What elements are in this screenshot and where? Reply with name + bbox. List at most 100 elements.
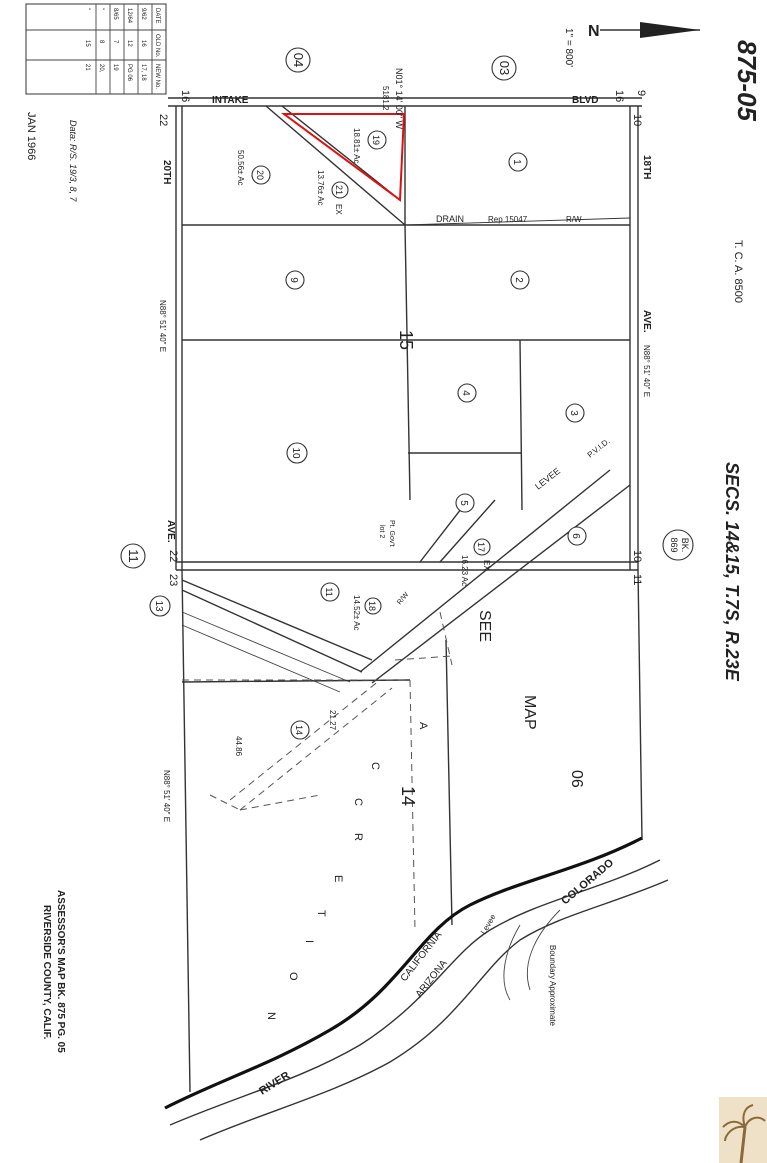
county-label: RIVERSIDE COUNTY, CALIF. [41,905,52,1040]
svg-text:O: O [287,972,299,981]
parcel-2: 2 [510,270,530,290]
svg-text:2: 2 [513,277,524,283]
book-circle-03: 03 [491,55,517,81]
data-note: Data: R/S. 19/3, 8, 7 [68,120,78,203]
svg-text:14.52± Ac: 14.52± Ac [352,595,361,631]
svg-text:NEW No.: NEW No. [154,64,160,89]
highlighted-parcel-19[interactable] [280,113,406,202]
svg-text:13.76± Ac: 13.76± Ac [316,170,325,206]
parcel-5: 5 [455,493,475,513]
svg-text:03: 03 [497,61,512,75]
bearing-top-length: 5181.2 [381,86,390,111]
svg-text:6: 6 [570,533,581,539]
svg-text:DATE: DATE [154,8,160,24]
svg-text:5: 5 [458,500,469,506]
svg-text:OLD No.: OLD No. [154,34,160,58]
street-ave-left: AVE. [165,520,176,543]
svg-text:N: N [265,1012,277,1020]
svg-text:9: 9 [288,277,299,283]
svg-text:16: 16 [179,90,191,102]
svg-text:C: C [369,762,381,770]
parcel-10: 10 [286,442,308,464]
svg-text:8/65: 8/65 [112,8,118,20]
palm-tree-logo [719,1097,767,1163]
svg-text:04: 04 [291,53,306,67]
revision-table: DATE OLD No. NEW No. 9/62 16 17, 18 12/6… [25,3,167,95]
svg-text:E: E [332,875,344,882]
bearing-right: N88° 51' 40" E [642,345,651,397]
svg-text:EX: EX [334,204,343,215]
svg-text:11: 11 [126,549,141,563]
svg-text:20: 20 [255,170,265,180]
svg-text:19: 19 [371,135,381,145]
svg-text:22: 22 [167,550,179,562]
svg-text:869: 869 [669,537,679,552]
svg-text:lot 2: lot 2 [378,525,385,538]
street-ave-right: AVE. [641,310,652,333]
svg-text:12/64: 12/64 [126,8,132,24]
road-lines [168,97,642,571]
drain-rw: R/W [566,215,582,224]
colorado-river [164,836,669,1141]
svg-text:R: R [352,833,364,841]
bearing-left: N88° 51' 40" E [158,300,167,352]
sections-label: SECS. 14&15, T.7S, R.23E [722,462,742,682]
parcel-1: 1 [508,152,528,172]
section-15: 15 [396,330,416,350]
svg-text:16.23 Ac: 16.23 Ac [460,555,469,586]
svg-text:11: 11 [324,587,334,596]
svg-text:PG 06: PG 06 [126,64,132,82]
svg-text:4: 4 [460,390,471,396]
date-label: JAN 1966 [25,112,37,160]
dashed-lines [182,611,453,931]
svg-text:18.81± Ac: 18.81± Ac [352,128,361,164]
parcel-3: 3 [565,403,585,423]
bearing-top: N01° 14' 00" W [394,68,404,130]
svg-text:20,: 20, [98,64,104,73]
levee-label: LEVEE [533,466,562,492]
parcel-circles: 1 2 3 4 5 6 9 10 11 14 17 18 19 20 21 [251,130,587,740]
svg-text:14: 14 [294,725,304,735]
parcel-9: 9 [285,270,305,290]
parcel-14: 14 [290,720,310,740]
parcel-18: 18 [364,597,382,615]
svg-text:17, 18: 17, 18 [140,64,146,81]
svg-text:8: 8 [98,40,104,44]
parcel-17: 17 [473,538,491,556]
section-14: 14 [398,786,418,806]
svg-text:16: 16 [613,90,625,102]
svg-text:21: 21 [334,185,344,195]
svg-text:19: 19 [112,64,118,71]
svg-text:17: 17 [476,542,486,552]
street-intake: INTAKE [212,95,249,106]
tca-code: T. C. A. 8500 [732,240,744,303]
svg-text:": " [84,8,90,10]
boundary-approx-label: Boundary Approximate [548,945,557,1026]
svg-text:1: 1 [511,159,522,165]
svg-text:44.86: 44.86 [234,736,243,757]
svg-text:21.27: 21.27 [328,710,337,731]
svg-text:N: N [588,23,600,40]
book-ref-869: BK. 869 [662,529,694,561]
book-circle-04: 04 [285,47,311,73]
svg-text:15: 15 [84,40,90,47]
street-20th: 20TH [161,160,172,184]
svg-text:16: 16 [140,40,146,47]
street-blvd: BLVD [572,95,598,106]
svg-text:": " [98,8,104,10]
street-18th: 18TH [641,155,652,179]
map-06-label: 06 [568,770,585,788]
svg-text:9/62: 9/62 [140,8,146,20]
svg-text:10: 10 [631,114,643,126]
svg-text:C: C [352,798,364,806]
svg-text:I: I [303,940,315,943]
svg-text:9: 9 [635,90,647,96]
river-label: RIVER [257,1070,292,1098]
svg-text:11: 11 [631,574,643,585]
see-label: SEE [476,610,493,642]
svg-text:50.56± Ac: 50.56± Ac [236,150,245,186]
scale-text: 1" = 800' [563,28,574,67]
assessor-title: ASSESSOR'S MAP BK. 875 PG. 05 [55,890,66,1053]
levee-pvid: P.V.I.D. [586,437,612,460]
